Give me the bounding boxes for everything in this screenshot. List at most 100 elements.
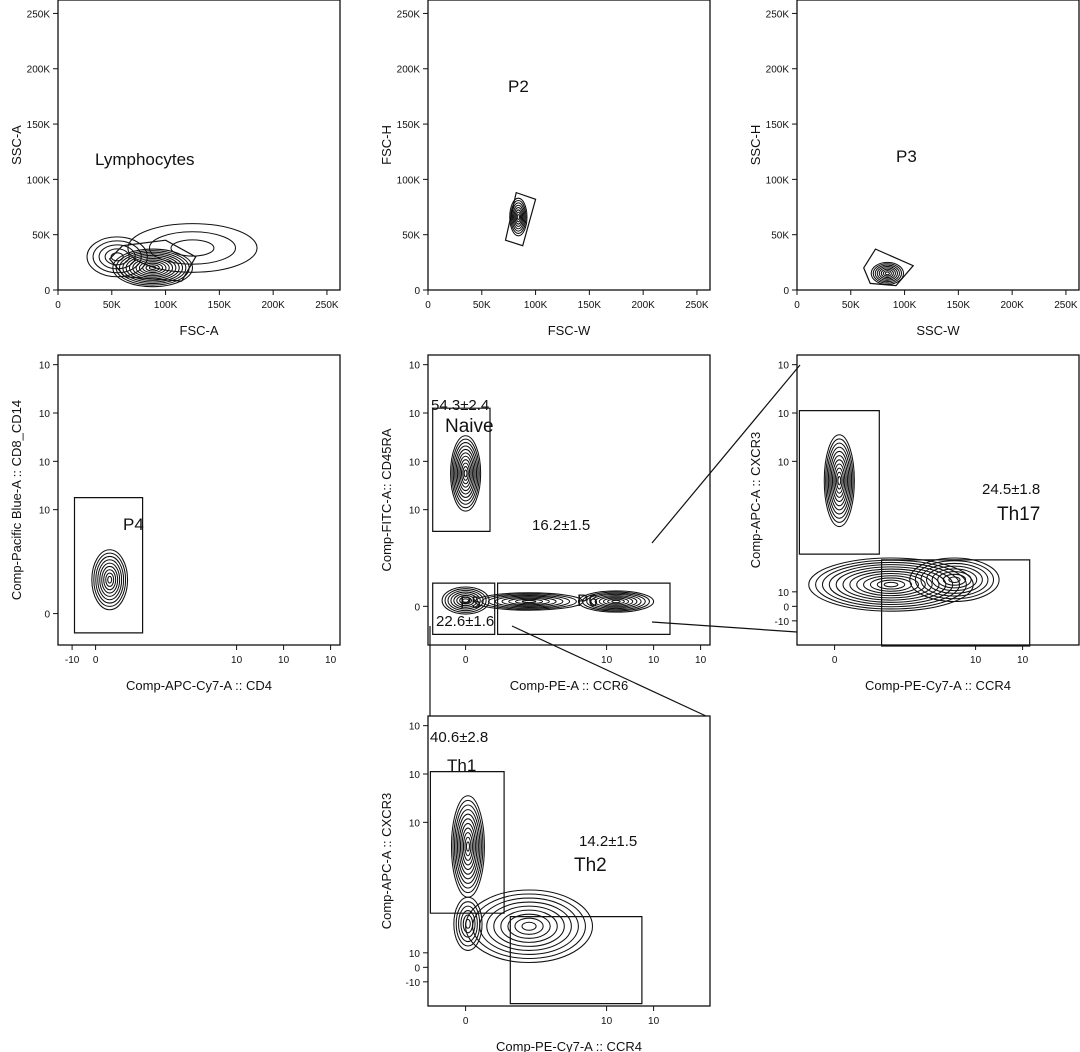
contour-line: [514, 209, 523, 225]
contour-line: [92, 240, 142, 274]
contour-line: [458, 455, 473, 492]
y-tick-label: 10: [409, 770, 421, 781]
contour-line: [458, 818, 478, 875]
x-tick-label: 10: [648, 655, 660, 666]
y-axis-label: Comp-APC-A :: CXCR3: [748, 432, 763, 569]
contour-line: [138, 261, 167, 275]
contour-line: [920, 562, 989, 597]
contour-line: [99, 562, 121, 597]
y-tick-label: 0: [783, 286, 789, 297]
y-tick-label: 10: [778, 409, 790, 420]
gate-connector-lines: [429, 364, 801, 717]
gate-stat: 40.6±2.8: [430, 729, 488, 746]
gate-label: P2: [508, 77, 529, 96]
contour-line: [103, 569, 117, 591]
contour-line: [611, 599, 621, 604]
y-tick-label: 100K: [766, 175, 790, 186]
y-tick-label: 250K: [766, 9, 790, 20]
contour-line: [112, 248, 193, 288]
gate-stat: 14.2±1.5: [579, 833, 637, 850]
x-tick-label: 10: [970, 655, 982, 666]
y-tick-label: 50K: [402, 231, 420, 242]
x-tick-label: 0: [463, 655, 469, 666]
contour-line: [508, 597, 550, 606]
contour-line: [836, 471, 843, 490]
contour-line: [465, 889, 594, 964]
gate-lymphocytes: [108, 239, 197, 282]
y-tick-label: 100K: [27, 175, 51, 186]
contour-line: [132, 257, 174, 278]
y-tick-label: 150K: [27, 120, 51, 131]
contour-line: [472, 893, 586, 959]
contour-line: [462, 466, 469, 481]
x-tick-label: -10: [65, 655, 80, 666]
gate-th17: [880, 559, 1031, 647]
y-axis-label: SSC-A: [9, 125, 24, 165]
y-tick-label: 50K: [771, 231, 789, 242]
y-tick-label: 10: [409, 722, 421, 733]
y-tick-label: 250K: [27, 9, 51, 20]
contour-line: [452, 799, 484, 894]
contour-line: [486, 901, 572, 951]
contour-line: [101, 565, 119, 594]
contour-line: [828, 564, 954, 606]
plot-frame: [427, 0, 711, 291]
contour-line: [460, 462, 471, 485]
contour-line: [465, 841, 470, 852]
gate-naive: [432, 407, 491, 533]
x-tick-label: 200K: [631, 300, 655, 311]
x-tick-label: 10: [601, 1016, 613, 1027]
contour-line: [825, 438, 854, 523]
y-tick-label: 10: [39, 457, 51, 468]
contour-line: [135, 259, 170, 277]
contour-line: [97, 559, 123, 601]
contour-line: [125, 254, 180, 281]
gate-unnamed: [798, 410, 880, 555]
contour-line: [105, 572, 115, 587]
y-tick-label: 0: [414, 602, 420, 613]
gate-label: P3: [896, 147, 917, 166]
x-axis-label: Comp-APC-Cy7-A :: CD4: [126, 678, 272, 693]
y-tick-label: -10: [775, 617, 790, 628]
x-tick-label: 0: [832, 655, 838, 666]
gate-p4: [73, 497, 144, 634]
contour-line: [849, 570, 933, 599]
x-tick-label: 200K: [261, 300, 285, 311]
gate-p2: [504, 191, 537, 247]
contour-line: [602, 597, 630, 606]
contour-line: [876, 265, 898, 281]
x-tick-label: 10: [278, 655, 290, 666]
x-tick-label: 50K: [842, 300, 860, 311]
contour-line: [514, 917, 544, 935]
y-tick-label: 10: [409, 818, 421, 829]
contour-line: [453, 593, 478, 608]
contour-line: [521, 599, 537, 604]
x-tick-label: 50K: [473, 300, 491, 311]
contour-line: [521, 921, 537, 931]
gate-th2: [509, 915, 643, 1005]
y-tick-label: 10: [39, 409, 51, 420]
contour-line: [461, 827, 475, 866]
y-tick-label: 200K: [397, 65, 421, 76]
y-tick-label: 10: [39, 506, 51, 517]
y-tick-label: 0: [44, 286, 50, 297]
x-tick-label: 10: [325, 655, 337, 666]
contour-line: [95, 555, 125, 604]
y-tick-label: 150K: [766, 120, 790, 131]
y-tick-label: 10: [409, 506, 421, 517]
contour-line: [451, 438, 480, 509]
contour-line: [856, 572, 926, 597]
contour-line: [829, 450, 850, 511]
x-tick-label: 150K: [578, 300, 602, 311]
contour-line: [444, 588, 487, 613]
x-tick-label: 200K: [1000, 300, 1024, 311]
contour-line: [831, 459, 847, 503]
contour-line: [455, 901, 481, 947]
contour-line: [931, 568, 978, 592]
contour-line: [590, 593, 642, 610]
y-axis-label: Comp-FITC-A:: CD45RA: [379, 428, 394, 571]
